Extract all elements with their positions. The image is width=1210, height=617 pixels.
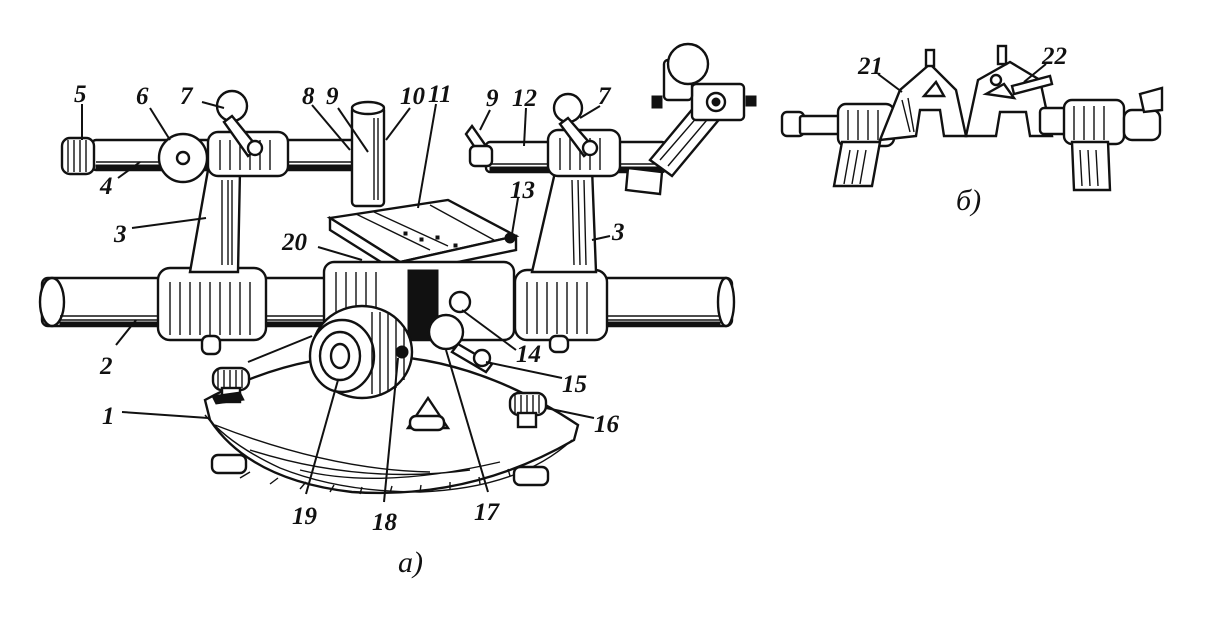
left-upper-arm [60,89,378,184]
label-10: 10 [400,83,426,110]
label-3-left: 3 [113,221,127,248]
label-16: 16 [594,411,620,438]
label-6: 6 [136,83,149,110]
label-7-right: 7 [598,83,612,110]
label-5: 5 [74,81,87,108]
label-13: 13 [510,177,535,204]
micrometer-drum [308,304,414,400]
caption-a: а) [398,546,423,579]
label-14: 14 [516,341,541,368]
label-20: 20 [281,229,308,256]
label-2: 2 [99,353,113,380]
leader-lines [81,101,611,503]
label-17: 17 [474,499,501,526]
label-21: 21 [857,53,883,80]
label-1: 1 [102,403,115,430]
right-carriage [513,166,609,354]
label-8: 8 [302,83,315,110]
label-9-right: 9 [486,85,499,112]
right-upper-arm [464,42,757,196]
label-3-right: 3 [611,219,625,246]
callout-labels: 5 6 7 4 3 2 1 8 9 10 11 9 12 7 13 3 20 1… [74,43,1067,579]
left-carriage [156,168,268,356]
label-18: 18 [372,509,398,536]
label-19: 19 [292,503,318,530]
label-4: 4 [99,173,113,200]
main-instrument [38,42,757,503]
caption-b: б) [956,184,981,217]
label-22: 22 [1041,43,1067,70]
label-9-left: 9 [326,83,339,110]
detail-view [780,44,1164,192]
label-15: 15 [562,371,587,398]
central-column [326,100,520,277]
label-11: 11 [428,81,452,108]
label-12: 12 [512,85,537,112]
label-7-left: 7 [180,83,194,110]
